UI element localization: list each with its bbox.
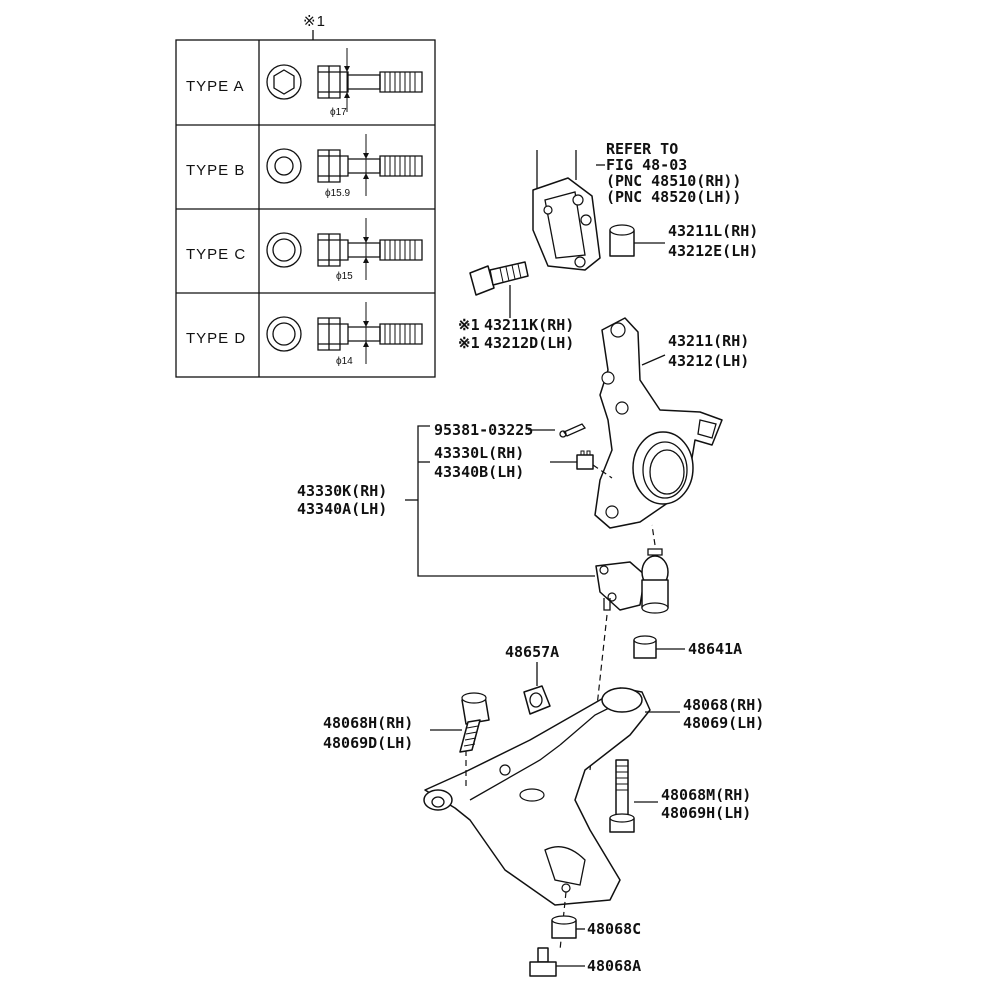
cotter-pin-95381-icon <box>528 423 587 438</box>
mark-1-a: ※1 <box>458 316 480 334</box>
type-b-dim: ϕ15.9 <box>325 188 351 199</box>
label-43212: 43212(LH) <box>668 352 749 370</box>
label-43211: 43211(RH) <box>668 332 749 350</box>
refer-line-2: FIG 48-03 <box>606 156 687 174</box>
strut-bracket-illustration <box>532 150 605 271</box>
type-b-label: TYPE B <box>186 162 245 179</box>
bolt-48068h-icon <box>430 692 490 753</box>
type-a-dim: ϕ17 <box>330 107 347 118</box>
type-d-label: TYPE D <box>186 330 246 347</box>
label-48068a: 48068A <box>587 957 641 975</box>
label-48657a: 48657A <box>505 643 559 661</box>
label-48068m: 48068M(RH) <box>661 786 751 804</box>
type-d-dim: ϕ14 <box>336 356 353 367</box>
bushing-48657a-icon <box>523 662 551 715</box>
bolt-type-table: ※1 TYPE A TYPE B TYPE C TYPE D ϕ17 <box>175 13 436 378</box>
type-b-bolt-icon <box>266 134 423 196</box>
label-43211l: 43211L(RH) <box>668 222 758 240</box>
bolt-48068a-icon <box>529 947 585 977</box>
type-c-bolt-icon <box>266 218 423 280</box>
label-43330l: 43330L(RH) <box>434 444 524 462</box>
label-48069h: 48069H(LH) <box>661 804 751 822</box>
type-c-dim: ϕ15 <box>336 271 353 282</box>
type-a-label: TYPE A <box>186 78 245 95</box>
mark-1-b: ※1 <box>458 334 480 352</box>
label-48068c: 48068C <box>587 920 641 938</box>
label-48641a: 48641A <box>688 640 742 658</box>
bolt-43211k-icon <box>469 261 529 318</box>
table-note-mark: ※1 <box>303 13 326 30</box>
ball-joint-illustration <box>589 524 669 771</box>
lower-control-arm-illustration <box>423 687 680 951</box>
refer-line-4: (PNC 48520(LH)) <box>606 188 741 206</box>
label-43211k: 43211K(RH) <box>484 316 574 334</box>
label-43212d: 43212D(LH) <box>484 334 574 352</box>
steering-knuckle-illustration <box>594 317 723 529</box>
label-43330k: 43330K(RH) <box>297 482 387 500</box>
label-95381: 95381-03225 <box>434 421 533 439</box>
castle-nut-43330l-icon <box>550 450 613 479</box>
label-48068h: 48068H(RH) <box>323 714 413 732</box>
flange-nut-43211l-icon <box>609 224 665 257</box>
label-48068: 48068(RH) <box>683 696 764 714</box>
label-43212e: 43212E(LH) <box>668 242 758 260</box>
nut-48641a-icon <box>633 635 685 659</box>
type-a-bolt-icon <box>266 48 423 112</box>
nut-48068c-icon <box>551 915 585 939</box>
label-43340a: 43340A(LH) <box>297 500 387 518</box>
refer-line-3: (PNC 48510(RH)) <box>606 172 741 190</box>
label-48069d: 48069D(LH) <box>323 734 413 752</box>
label-48069: 48069(LH) <box>683 714 764 732</box>
type-d-bolt-icon <box>266 302 423 364</box>
bolt-48068m-icon <box>609 759 658 833</box>
refer-line-1: REFER TO <box>606 140 678 158</box>
label-43340b: 43340B(LH) <box>434 463 524 481</box>
type-c-label: TYPE C <box>186 246 246 263</box>
